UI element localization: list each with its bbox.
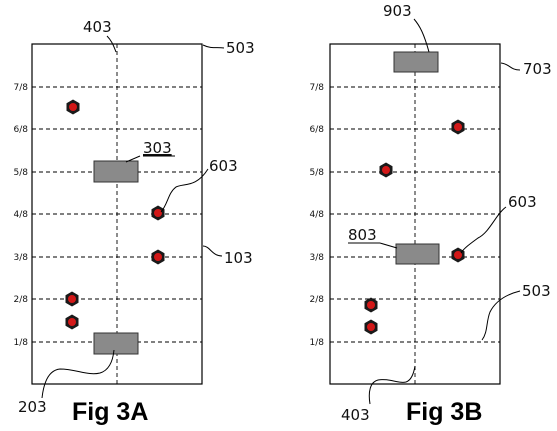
marker-red-dot	[454, 251, 462, 259]
fig-3a-marker-5	[65, 314, 79, 330]
fig-3a-marker-1	[66, 99, 80, 115]
fig-3b-marker-4	[364, 297, 378, 313]
fig-3b-tick-5-8: 5/8	[310, 168, 325, 178]
fig-3b-ref-703: 703	[523, 60, 552, 78]
marker-red-dot	[367, 323, 375, 331]
fig-3a-block-lower	[93, 332, 139, 355]
fig-3b-marker-3	[451, 247, 465, 263]
fig-3a-marker-3	[151, 249, 165, 265]
marker-red-dot	[382, 166, 390, 174]
fig-3b-tick-7-8: 7/8	[310, 83, 325, 93]
fig-3a: 7/8 6/8 5/8 4/8 3/8 2/8 1/8 403 503 303 …	[14, 18, 255, 426]
fig-3a-leader-203	[41, 349, 115, 399]
fig-3a-leader-603	[160, 168, 209, 213]
fig-3a-marker-2	[151, 205, 165, 221]
marker-red-dot	[69, 103, 77, 111]
fig-3b-ref-403: 403	[341, 406, 370, 424]
fig-3b: 7/8 6/8 5/8 4/8 3/8 2/8 1/8 903 703 603 …	[310, 2, 552, 426]
fig-3a-tick-4-8: 4/8	[14, 210, 29, 220]
fig-3a-ref-103: 103	[224, 249, 253, 267]
fig-3a-tick-6-8: 6/8	[14, 125, 29, 135]
fig-3b-leader-603	[460, 206, 507, 254]
marker-red-dot	[154, 209, 162, 217]
fig-3a-tick-7-8: 7/8	[14, 83, 29, 93]
marker-red-dot	[154, 253, 162, 261]
fig-3b-ref-803: 803	[348, 226, 377, 244]
fig-3a-tick-1-8: 1/8	[14, 338, 29, 348]
fig-3a-leader-403	[106, 35, 117, 53]
fig-3b-block-upper	[393, 51, 439, 73]
fig-3a-ref-403: 403	[83, 18, 112, 36]
fig-3b-block-middle	[395, 243, 440, 265]
fig-3a-tick-2-8: 2/8	[14, 295, 29, 305]
marker-red-dot	[68, 295, 76, 303]
marker-red-dot	[454, 123, 462, 131]
fig-3a-ref-203: 203	[18, 398, 47, 416]
marker-red-dot	[367, 301, 375, 309]
fig-3a-leader-103	[202, 245, 223, 257]
fig-3a-tick-5-8: 5/8	[14, 168, 29, 178]
fig-3a-leader-303	[125, 155, 141, 163]
fig-3a-ref-303: 303	[143, 139, 172, 157]
fig-3a-block-upper	[93, 160, 139, 183]
fig-3b-ref-603: 603	[508, 193, 537, 211]
fig-3b-caption: Fig 3B	[406, 398, 482, 426]
fig-3b-tick-4-8: 4/8	[310, 210, 325, 220]
fig-3b-tick-2-8: 2/8	[310, 295, 325, 305]
fig-3b-marker-2	[379, 162, 393, 178]
fig-3a-tick-3-8: 3/8	[14, 253, 29, 263]
fig-3b-marker-5	[364, 319, 378, 335]
fig-3b-ref-503: 503	[522, 282, 551, 300]
fig-3b-ref-903: 903	[383, 2, 412, 20]
fig-3a-ref-603: 603	[209, 157, 238, 175]
fig-3a-leader-503	[202, 44, 225, 49]
marker-red-dot	[68, 318, 76, 326]
fig-3b-tick-1-8: 1/8	[310, 338, 325, 348]
fig-3a-ref-503: 503	[226, 39, 255, 57]
fig-3b-leader-903	[413, 18, 430, 53]
fig-3a-caption: Fig 3A	[72, 398, 148, 426]
fig-3b-leader-403	[368, 365, 416, 405]
fig-3b-marker-1	[451, 119, 465, 135]
fig-3b-leader-503	[481, 290, 521, 341]
fig-3a-marker-4	[65, 291, 79, 307]
fig-3b-leader-803	[379, 242, 398, 249]
fig-3b-leader-703	[500, 62, 521, 71]
fig-3b-tick-6-8: 6/8	[310, 125, 325, 135]
fig-3b-tick-3-8: 3/8	[310, 253, 325, 263]
